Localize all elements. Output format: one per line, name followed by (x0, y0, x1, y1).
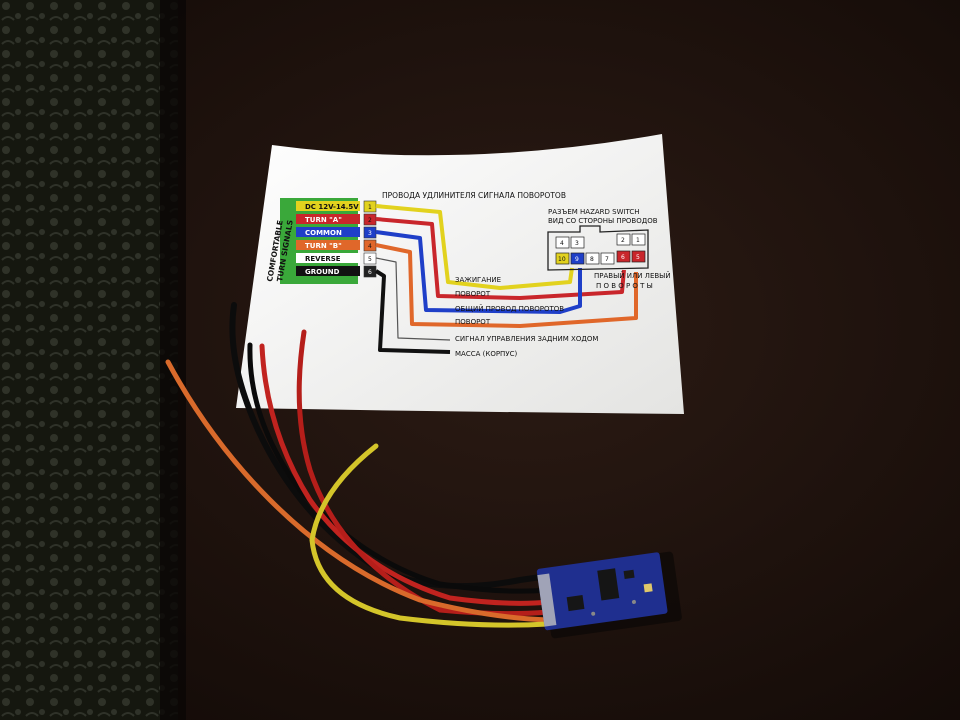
wire-label-6: МАССА (КОРПУС) (455, 350, 517, 358)
conn-num-7: 7 (605, 256, 609, 263)
conn-cell-7 (600, 252, 615, 265)
pin-label-4: TURN "B" (305, 242, 342, 250)
pin-rows: DC 12V-14.5V TURN "A" COMMON TURN "B" RE… (296, 201, 360, 276)
pin-num-3: 3 (368, 230, 372, 237)
wire-blue-diagram (375, 230, 582, 314)
conn-cell-10 (555, 252, 570, 265)
diagram-wires (374, 204, 638, 354)
pcb-pads (537, 573, 557, 627)
wire-white-diagram (375, 257, 451, 341)
carpet-area (0, 0, 178, 720)
conn-num-8: 8 (590, 256, 594, 263)
conn-cell-1 (631, 233, 646, 246)
wire-labels: ЗАЖИГАНИЕ ПОВОРОТ ОБЩИЙ ПРОВОД ПОВОРОТОВ… (455, 276, 598, 358)
pcb-smd-1 (591, 611, 596, 616)
pin-label-1: DC 12V-14.5V (305, 203, 359, 211)
pin-row-1 (296, 201, 360, 211)
pin-num-6: 6 (368, 269, 372, 276)
physical-wires (165, 302, 551, 628)
conn-cell-5 (631, 250, 646, 263)
conn-num-9: 9 (575, 256, 579, 263)
wire-label-1: ЗАЖИГАНИЕ (455, 276, 501, 284)
conn-cell-3 (570, 236, 585, 249)
pin-row-5 (296, 253, 360, 263)
table-edge-shadow (160, 0, 186, 720)
side-note-2: П О В О Р О Т Ы (596, 282, 653, 290)
connector-outline (547, 225, 649, 271)
wire-red-diagram (375, 217, 626, 300)
wire-black-physical-2 (247, 342, 551, 594)
conn-num-6: 6 (621, 254, 625, 261)
connector-title-1: РАЗЪЕМ HAZARD SWITCH (548, 208, 640, 216)
conn-num-3: 3 (575, 240, 579, 247)
pin-num-4: 4 (368, 243, 372, 250)
wire-yellow-physical (309, 443, 551, 628)
conn-cell-8 (585, 252, 600, 265)
wire-label-2: ПОВОРОТ (455, 290, 491, 298)
pin-num-1: 1 (368, 204, 372, 211)
pcb-module (536, 551, 682, 639)
conn-cell-9 (570, 252, 585, 265)
wire-black-diagram (374, 269, 451, 354)
conn-num-5: 5 (636, 254, 640, 261)
wire-orange-physical (165, 359, 551, 623)
conn-num-2: 2 (621, 237, 625, 244)
wire-orange-diagram (375, 243, 638, 328)
pcb-chip-1 (597, 568, 620, 601)
pcb-led (643, 583, 653, 593)
conn-cell-4 (555, 236, 570, 249)
conn-num-1: 1 (636, 237, 640, 244)
pcb-chip-2 (566, 595, 585, 612)
wire-label-4: ПОВОРОТ (455, 318, 491, 326)
pin-label-2: TURN "A" (305, 216, 342, 224)
pin-number-boxes: 1 2 3 4 5 6 (363, 200, 377, 278)
conn-num-4: 4 (560, 240, 564, 247)
conn-num-10: 10 (558, 256, 566, 263)
pin-row-2 (296, 214, 360, 224)
wire-label-3: ОБЩИЙ ПРОВОД ПОВОРОТОВ (455, 304, 564, 313)
side-note-1: ПРАВЫЙ ИЛИ ЛЕВЫЙ (594, 271, 671, 280)
pcb-chip-3 (623, 569, 635, 580)
hazard-connector: РАЗЪЕМ HAZARD SWITCH ВИД СО СТОРОНЫ ПРОВ… (547, 208, 671, 290)
pin-row-6 (296, 266, 360, 276)
pin-label-6: GROUND (305, 268, 340, 276)
pcb-smd-2 (631, 599, 636, 604)
pin-num-5: 5 (368, 256, 372, 263)
pin-label-5: REVERSE (305, 255, 341, 263)
top-note: ПРОВОДА УДЛИНИТЕЛЯ СИГНАЛА ПОВОРОТОВ (382, 191, 566, 200)
pin-row-3 (296, 227, 360, 237)
wire-label-5: СИГНАЛ УПРАВЛЕНИЯ ЗАДНИМ ХОДОМ (455, 335, 598, 343)
pin-label-3: COMMON (305, 229, 342, 237)
conn-cell-6 (616, 250, 631, 263)
conn-cell-2 (616, 233, 631, 246)
pin-num-2: 2 (368, 217, 372, 224)
pin-row-4 (296, 240, 360, 250)
connector-title-2: ВИД СО СТОРОНЫ ПРОВОДОВ (548, 217, 658, 225)
wire-yellow-diagram (375, 204, 574, 290)
